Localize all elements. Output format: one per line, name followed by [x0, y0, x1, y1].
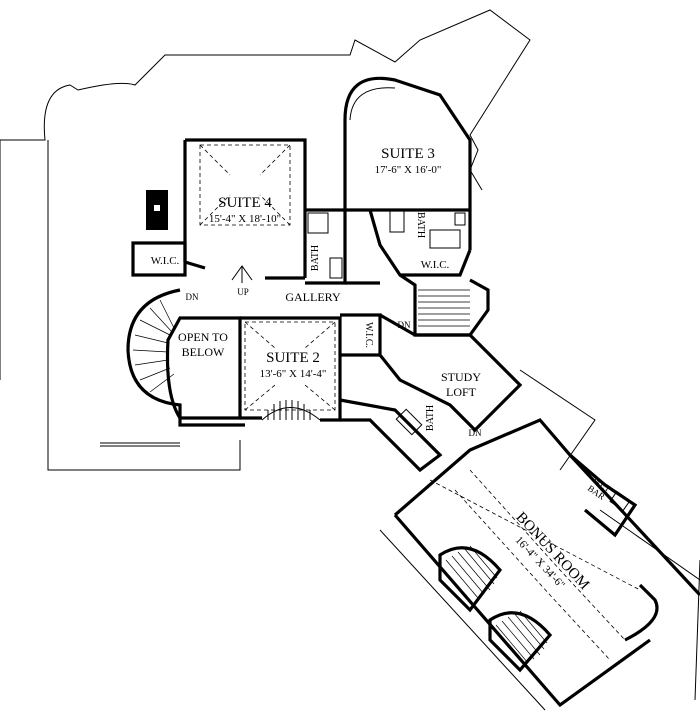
open-below-line2: BELOW — [182, 345, 225, 359]
study-loft-walls — [378, 313, 523, 433]
wic-suite3-label: W.I.C. — [421, 259, 450, 271]
bonus-room-walls — [393, 418, 700, 708]
suite2-dims: 13'-6" X 14'-4" — [260, 368, 327, 380]
bath-hall-label: BATH — [425, 405, 436, 431]
spiral-stair-walls — [126, 288, 245, 427]
hall-bath-tub — [395, 408, 423, 436]
open-below-line1: OPEN TO — [178, 330, 228, 344]
study-loft-line1: STUDY — [441, 370, 481, 384]
suite3-tub — [429, 229, 461, 249]
suite4-ceiling — [199, 144, 291, 226]
wet-bar-sink — [609, 490, 631, 512]
roof-right-outline — [519, 369, 700, 581]
suite4-name: SUITE 4 — [218, 195, 272, 211]
wic-suite2-label: W.I.C. — [363, 322, 374, 348]
dn-rear-label: DN — [398, 320, 411, 330]
stair-up-mark — [231, 265, 253, 283]
plan-rule — [100, 442, 180, 447]
suite2-name: SUITE 2 — [266, 350, 320, 366]
gallery-label: GALLERY — [285, 290, 341, 304]
wic-suite2-walls — [340, 313, 382, 357]
suite3-walls — [343, 76, 472, 250]
bath-suite3-label: BATH — [415, 212, 426, 238]
spiral-stair-treads — [132, 299, 176, 393]
suite3-dims: 17'-6" X 16'-0" — [375, 164, 442, 176]
dormer-window-2 — [488, 610, 553, 673]
suite2-ceiling — [244, 321, 336, 411]
gallery-walls — [345, 208, 380, 285]
wet-bar-walls — [568, 453, 638, 538]
dn-bonus-label: DN — [469, 428, 482, 438]
wic-suite4-label: W.I.C. — [151, 255, 180, 267]
suite3-sink — [389, 209, 405, 233]
suite4-walls — [183, 138, 307, 280]
suite2-bay — [261, 400, 321, 421]
roof-outline — [0, 9, 531, 471]
suite2-walls — [240, 316, 342, 422]
bath-suite4-walls — [305, 208, 347, 285]
suite3-arc — [349, 87, 396, 121]
dormer-window-1 — [438, 545, 503, 613]
up-stair-label: UP — [237, 287, 249, 297]
rear-stair-treads — [418, 289, 470, 327]
suite3-toilet — [454, 212, 466, 226]
bonus-room-ceiling — [429, 469, 641, 661]
hall-bath-walls — [339, 398, 443, 473]
suite4-dims: 15'-4" X 18'-10" — [209, 213, 281, 225]
dn-stair-label: DN — [186, 292, 199, 302]
bath-suite4-label: BATH — [310, 245, 321, 271]
wic-suite4-walls — [131, 241, 187, 277]
study-loft-line2: LOFT — [446, 385, 477, 399]
toilet — [329, 257, 343, 279]
tub — [307, 212, 329, 234]
chimney-flue — [154, 205, 160, 211]
open-below-rail — [165, 316, 242, 420]
bonus-room-outer — [379, 529, 700, 711]
bonus-bay — [624, 583, 659, 642]
suite3-name: SUITE 3 — [381, 146, 435, 162]
